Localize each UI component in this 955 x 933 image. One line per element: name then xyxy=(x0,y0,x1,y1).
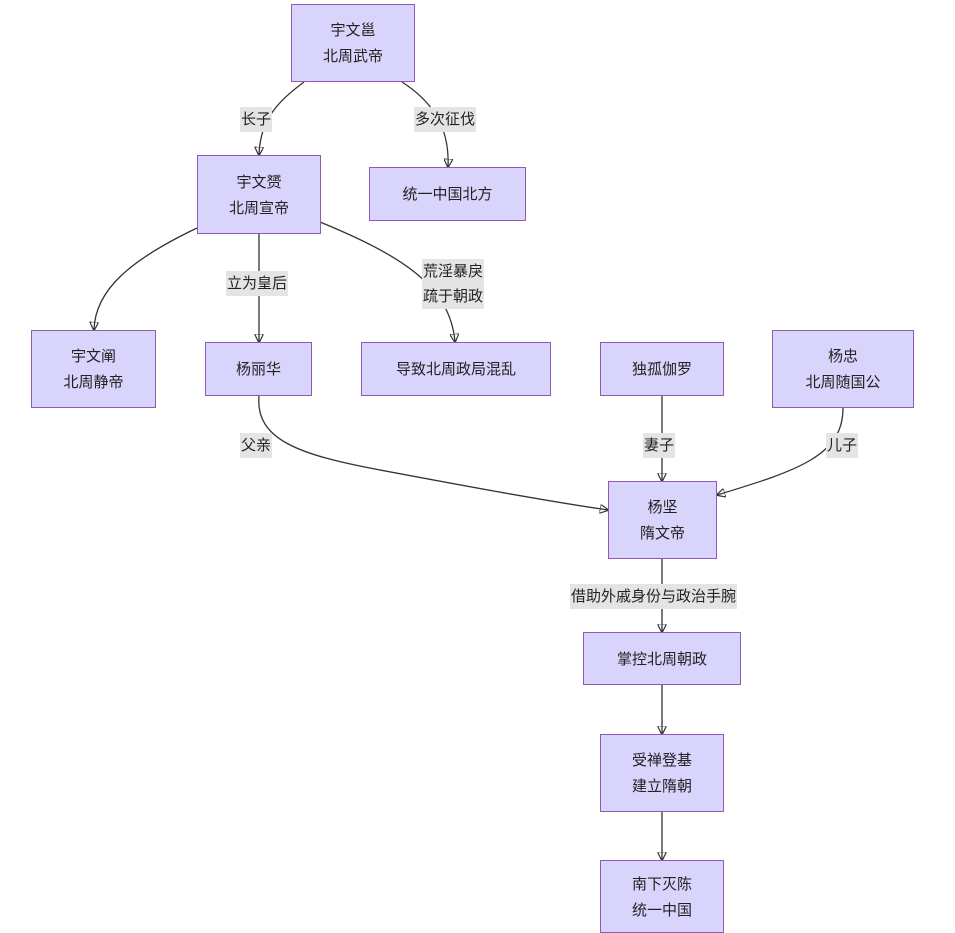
node-yangjian[interactable]: 杨坚隋文帝 xyxy=(608,481,717,559)
edge-yanglihua-to-yangjian xyxy=(258,395,608,510)
edge-label-wife: 妻子 xyxy=(643,433,676,458)
edge-label-empress: 立为皇后 xyxy=(226,271,289,296)
node-yuwenyong[interactable]: 宇文邕北周武帝 xyxy=(291,4,415,82)
edge-yuwenyun-to-yuwenchan xyxy=(94,227,198,330)
node-unify-north[interactable]: 统一中国北方 xyxy=(369,167,526,221)
edge-label-eldest-son: 长子 xyxy=(240,107,273,132)
edge-yuwenyun-to-chaos xyxy=(319,221,455,342)
edge-label-son: 儿子 xyxy=(826,433,859,458)
node-found-sui[interactable]: 受禅登基建立隋朝 xyxy=(600,734,724,812)
node-yuwenyun[interactable]: 宇文赟北周宣帝 xyxy=(197,155,321,234)
node-chaos[interactable]: 导致北周政局混乱 xyxy=(361,342,551,396)
edge-label-means: 借助外戚身份与政治手腕 xyxy=(570,584,738,609)
edge-yuwenyong-to-yuwenyun xyxy=(259,81,305,155)
edge-yangzhong-to-yangjian xyxy=(717,407,844,495)
node-control[interactable]: 掌控北周朝政 xyxy=(583,632,741,685)
edge-label-father: 父亲 xyxy=(240,433,273,458)
edge-label-campaigns: 多次征伐 xyxy=(414,107,477,132)
node-yuwenchan[interactable]: 宇文阐北周静帝 xyxy=(31,330,156,408)
node-yangzhong[interactable]: 杨忠北周随国公 xyxy=(772,330,914,408)
node-yanglihua[interactable]: 杨丽华 xyxy=(205,342,312,396)
node-dugu[interactable]: 独孤伽罗 xyxy=(600,342,724,396)
node-unify-china[interactable]: 南下灭陈统一中国 xyxy=(600,860,724,933)
edge-label-misrule: 荒淫暴戾 疏于朝政 xyxy=(422,259,485,309)
